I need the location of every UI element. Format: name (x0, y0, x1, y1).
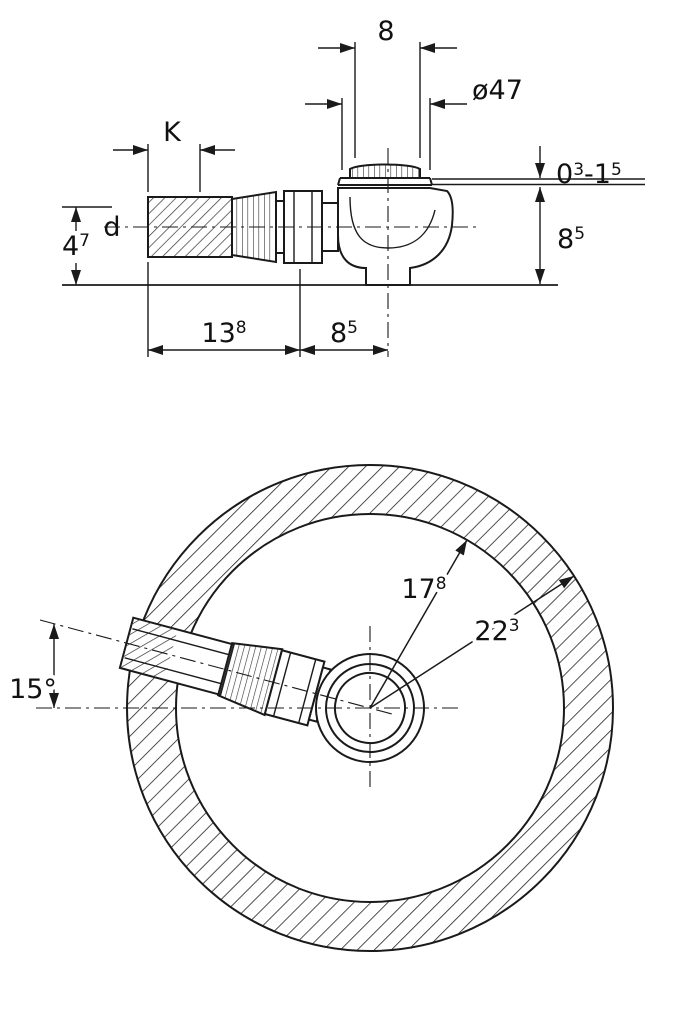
dim-label-pipe-angle: 15° (9, 674, 57, 705)
pipe-wall-line (132, 628, 230, 656)
strainer-cap-grate (349, 163, 421, 179)
leader-outer-radius (369, 575, 575, 709)
inlet-pipe-hatched (147, 196, 233, 258)
strainer-inner-circle (334, 672, 406, 744)
ribbed-seal-cone-plan (216, 641, 284, 717)
dim-label-outlet-offset: 85 (330, 318, 358, 349)
label-pipe-diameter: d (103, 212, 120, 243)
dim-label-insertion-depth: K (163, 117, 182, 148)
pipe-axis-centerline (39, 619, 393, 715)
trap-bowl (337, 187, 454, 286)
dim-label-top-width: 8 (377, 16, 394, 47)
side-view: 8 ø47 K d 47 03-15 85 138 85 (62, 16, 645, 357)
dim-label-inner-radius: 178 (401, 574, 446, 605)
pipe-wall-line (124, 657, 222, 685)
dim-label-rim-height: 03-15 (556, 159, 622, 190)
plan-view: 15° 178 223 (5, 464, 614, 952)
nut-facet-line (272, 652, 292, 717)
strainer-flange (337, 177, 433, 186)
inlet-pipe-hatch-plan (119, 617, 178, 680)
dim-label-inlet-length: 138 (201, 318, 246, 349)
dim-label-flange-diameter: ø47 (472, 75, 523, 106)
dim-label-body-height: 85 (557, 224, 585, 255)
dim-label-outer-radius: 223 (474, 616, 519, 647)
dim-label-axis-height: 47 (62, 231, 90, 262)
leader-inner-radius (369, 539, 468, 709)
